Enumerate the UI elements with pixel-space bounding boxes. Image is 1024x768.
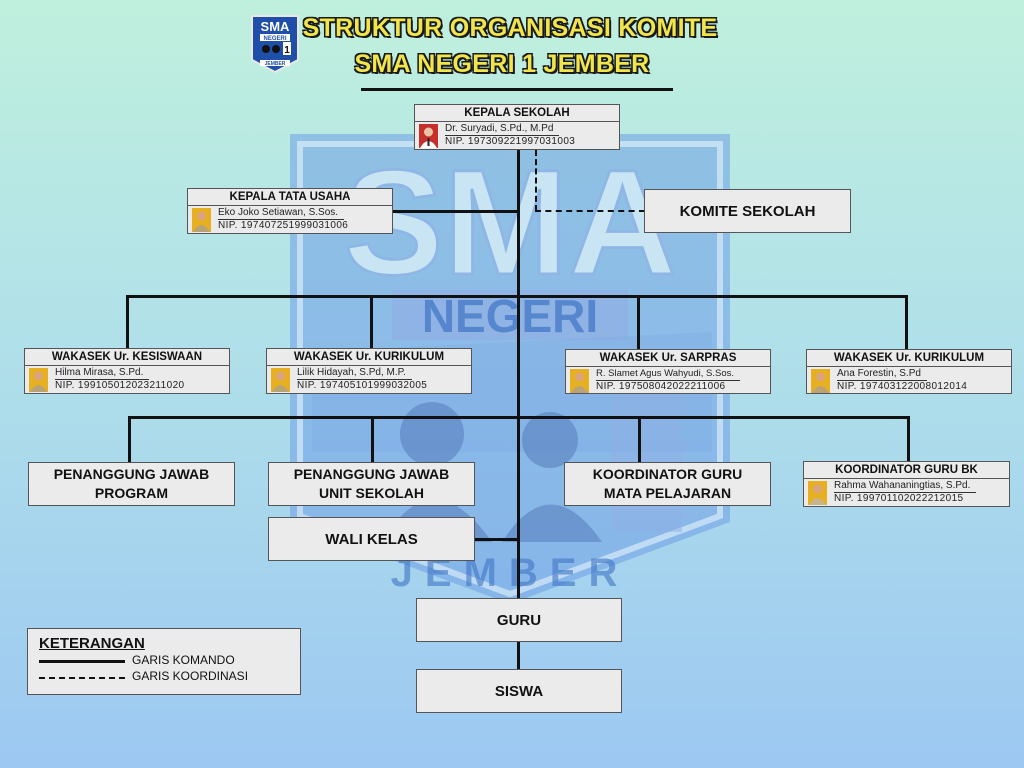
kepala-sekolah-name: Dr. Suryadi, S.Pd., M.Pd — [445, 123, 560, 136]
koord-bk-photo — [808, 481, 827, 505]
row3-drop-1 — [128, 416, 131, 462]
wali-kelas-box: WALI KELAS — [268, 517, 475, 561]
wakasek-name: Ana Forestin, S.Pd — [837, 368, 927, 381]
legend-box: KETERANGAN GARIS KOMANDO GARIS KOORDINAS… — [27, 628, 301, 695]
komite-sekolah-box: KOMITE SEKOLAH — [644, 189, 851, 233]
wakasek-title: WAKASEK Ur. KURIKULUM — [807, 350, 1011, 367]
wali-connector — [473, 538, 518, 541]
page-title: STRUKTUR ORGANISASI KOMITE — [302, 14, 718, 42]
pj-program-box: PENANGGUNG JAWAB PROGRAM — [28, 462, 235, 506]
wakasek-title: WAKASEK Ur. SARPRAS — [566, 350, 770, 367]
wakasek-photo — [29, 368, 48, 392]
komite-dash-horizontal — [535, 210, 645, 212]
wakasek-photo — [570, 369, 589, 393]
wakasek-drop-3 — [637, 295, 640, 349]
legend-title: KETERANGAN — [39, 635, 145, 652]
wakasek-nip: NIP. 197403122008012014 — [837, 381, 968, 392]
koord-mapel-label: KOORDINATOR GURU MATA PELAJARAN — [592, 466, 743, 501]
guru-box: GURU — [416, 598, 622, 642]
wakasek-drop-1 — [126, 295, 129, 349]
row3-drop-3 — [638, 416, 641, 462]
legend-dashed-label: GARIS KOORDINASI — [132, 669, 249, 683]
trunk-line — [517, 148, 520, 598]
wakasek-card: WAKASEK Ur. KURIKULUM Lilik Hidayah, S.P… — [266, 348, 472, 394]
svg-text:JEMBER: JEMBER — [265, 61, 286, 67]
koord-bk-card: KOORDINATOR GURU BK Rahma Wahananingtias… — [803, 461, 1010, 507]
watermark-sma-text: SMA — [343, 138, 676, 306]
koord-mapel-box: KOORDINATOR GURU MATA PELAJARAN — [564, 462, 771, 506]
kepala-tata-usaha-photo — [192, 208, 211, 232]
wakasek-name: R. Slamet Agus Wahyudi, S.Sos. — [596, 368, 740, 381]
wakasek-card: WAKASEK Ur. SARPRAS R. Slamet Agus Wahyu… — [565, 349, 771, 394]
kepala-tata-usaha-name: Eko Joko Setiawan, S.Sos. — [218, 207, 345, 220]
tu-connector — [392, 210, 518, 213]
legend-solid-line — [39, 660, 125, 663]
wakasek-nip: NIP. 197405101999032005 — [297, 380, 428, 391]
wakasek-photo — [811, 369, 830, 393]
kepala-sekolah-card: KEPALA SEKOLAH Dr. Suryadi, S.Pd., M.Pd … — [414, 104, 620, 150]
kepala-tata-usaha-title: KEPALA TATA USAHA — [188, 189, 392, 206]
wakasek-drop-2 — [370, 295, 373, 349]
siswa-label: SISWA — [494, 682, 544, 700]
wakasek-name: Lilik Hidayah, S.Pd, M.P. — [297, 367, 412, 380]
wakasek-title: WAKASEK Ur. KURIKULUM — [267, 349, 471, 366]
koord-bk-nip: NIP. 199701102022212015 — [834, 493, 964, 504]
kepala-tata-usaha-card: KEPALA TATA USAHA Eko Joko Setiawan, S.S… — [187, 188, 393, 234]
wakasek-drop-4 — [905, 295, 908, 349]
row3-drop-2 — [371, 416, 374, 462]
koord-bk-title: KOORDINATOR GURU BK — [804, 462, 1009, 479]
wakasek-card: WAKASEK Ur. KESISWAAN Hilma Mirasa, S.Pd… — [24, 348, 230, 394]
wakasek-photo — [271, 368, 290, 392]
guru-label: GURU — [496, 611, 542, 629]
kepala-tata-usaha-nip: NIP. 197407251999031006 — [218, 220, 349, 231]
page-subtitle: SMA NEGERI 1 JEMBER — [354, 50, 650, 78]
komite-dash-vertical — [535, 150, 537, 211]
wakasek-title: WAKASEK Ur. KESISWAAN — [25, 349, 229, 366]
school-logo: SMA NEGERI 1 JEMBER — [251, 15, 299, 74]
legend-solid-label: GARIS KOMANDO — [132, 653, 235, 667]
wakasek-nip: NIP. 197508042022211006 — [596, 381, 726, 392]
kepala-sekolah-title: KEPALA SEKOLAH — [415, 105, 619, 122]
wakasek-card: WAKASEK Ur. KURIKULUM Ana Forestin, S.Pd… — [806, 349, 1012, 394]
komite-sekolah-label: KOMITE SEKOLAH — [679, 202, 816, 220]
svg-text:NEGERI: NEGERI — [263, 36, 286, 42]
wakasek-name: Hilma Mirasa, S.Pd. — [55, 367, 150, 380]
wakasek-nip: NIP. 199105012023211020 — [55, 380, 185, 391]
kepala-sekolah-nip: NIP. 197309221997031003 — [445, 136, 576, 147]
watermark-negeri-text: NEGERI — [422, 290, 598, 342]
svg-text:1: 1 — [284, 45, 290, 56]
koord-bk-name: Rahma Wahananingtias, S.Pd. — [834, 480, 977, 493]
title-underline — [361, 88, 673, 91]
row3-drop-4 — [907, 416, 910, 462]
row3-bus — [128, 416, 910, 419]
pj-unit-box: PENANGGUNG JAWAB UNIT SEKOLAH — [268, 462, 475, 506]
siswa-box: SISWA — [416, 669, 622, 713]
svg-text:SMA: SMA — [261, 19, 291, 34]
legend-dashed-line — [39, 677, 125, 679]
wakasek-bus — [126, 295, 908, 298]
kepala-sekolah-photo — [419, 124, 438, 148]
pj-program-label: PENANGGUNG JAWAB PROGRAM — [53, 466, 210, 501]
pj-unit-label: PENANGGUNG JAWAB UNIT SEKOLAH — [293, 466, 450, 501]
guru-siswa-line — [517, 642, 520, 670]
wali-kelas-label: WALI KELAS — [325, 530, 418, 548]
